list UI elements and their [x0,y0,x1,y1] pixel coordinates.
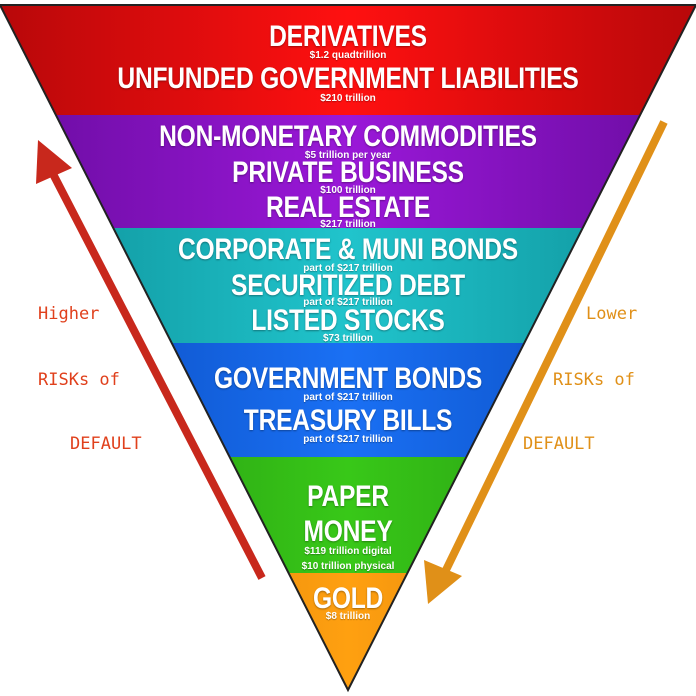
tier-value: $5 trillion per year [304,150,392,161]
tier-title: PRIVATE BUSINESS [232,156,464,189]
left-label-line1: Higher [38,304,100,324]
tier-title: CORPORATE & MUNI BONDS [178,233,518,266]
right-label-line1: Lower [586,304,638,324]
tier-value: $10 trillion physical [301,561,395,572]
tier-title: GOVERNMENT BONDS [213,362,483,395]
left-label-line2: RISKs of [38,370,120,390]
tier-value: part of $217 trillion [303,392,393,403]
tier-title: LISTED STOCKS [251,304,445,337]
tier-value: $217 trillion [320,219,376,230]
tier-value: part of $217 trillion [303,263,393,274]
right-label-line2: RISKs of [553,370,635,390]
higher-risk-arrow [36,140,266,580]
tier-title: UNFUNDED GOVERNMENT LIABILITIES [117,62,579,95]
tier-title: GOLD [312,582,384,615]
left-label-line3: DEFAULT [70,434,142,454]
tier-value: $100 trillion [320,185,376,196]
tier-value: part of $217 trillion [303,434,393,445]
lower-risk-arrow [424,120,668,604]
tier-value: $119 trillion digital [304,546,392,557]
tier-title: TREASURY BILLS [243,404,453,437]
tier-value: part of $217 trillion [303,297,393,308]
tier-title: REAL ESTATE [265,191,431,224]
tier-title: NON-MONETARY COMMODITIES [159,120,537,153]
tier-value: $8 trillion [325,611,371,622]
tier-purple [0,115,696,228]
tier-value: $1.2 quadtrillion [309,50,387,61]
tier-title: MONEY [303,515,393,548]
tier-title: DERIVATIVES [269,20,427,53]
right-label-line3: DEFAULT [523,434,595,454]
tier-red [0,5,696,115]
tier-title: PAPER [307,480,389,513]
tier-title: SECURITIZED DEBT [231,269,465,302]
tier-value: $73 trillion [322,333,373,344]
tier-value: $210 trillion [320,93,376,104]
